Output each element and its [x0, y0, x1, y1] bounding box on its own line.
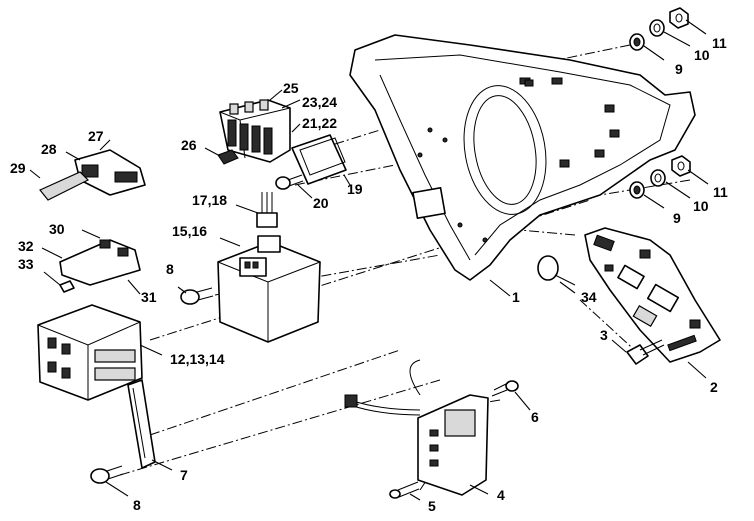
- callout-8-upper: 8: [166, 261, 174, 277]
- screw-part-3: [626, 339, 665, 365]
- connector-part-17: [256, 192, 278, 228]
- callout-1: 1: [512, 289, 520, 305]
- leader-lines: [29, 19, 709, 501]
- contactor-part-12: [37, 304, 143, 401]
- screw-part-8-upper: [180, 287, 214, 305]
- callout-9-upper: 9: [675, 61, 683, 77]
- callout-26: 26: [181, 137, 197, 153]
- callout-33: 33: [18, 256, 34, 272]
- screw-part-8-lower: [90, 465, 124, 484]
- small-board-part-4: [344, 359, 489, 496]
- callout-32: 32: [18, 238, 34, 254]
- housing-part-1: [349, 34, 696, 281]
- relay-socket-part-30: [59, 239, 141, 293]
- callout-5: 5: [428, 498, 436, 514]
- hardware-upper: [629, 7, 689, 51]
- callout-20: 20: [313, 195, 329, 211]
- terminal-block-part-27: [39, 149, 146, 201]
- callout-27: 27: [88, 128, 104, 144]
- screw-part-6: [491, 380, 519, 397]
- callout-10-upper: 10: [694, 47, 710, 63]
- callout-labels: 1 2 3 4 5 6 7 8 8 9 9 10 10 11 11 12,13,…: [10, 35, 728, 514]
- clip-part-26: [217, 149, 239, 165]
- terminal-block-part-25: [219, 99, 291, 163]
- callout-2: 2: [710, 379, 718, 395]
- callout-4: 4: [497, 487, 505, 503]
- circuit-board-part-2: [584, 227, 721, 363]
- callout-6: 6: [531, 409, 539, 425]
- callout-30: 30: [49, 221, 65, 237]
- screw-part-5: [389, 481, 420, 499]
- callout-28: 28: [41, 141, 57, 157]
- callout-19: 19: [347, 181, 363, 197]
- callout-7: 7: [180, 467, 188, 483]
- callout-11-lower: 11: [713, 184, 728, 200]
- callout-9-lower: 9: [673, 210, 681, 226]
- callout-17-18: 17,18: [192, 192, 227, 208]
- callout-12-13-14: 12,13,14: [170, 351, 225, 367]
- callout-25: 25: [283, 80, 299, 96]
- callout-29: 29: [10, 160, 26, 176]
- callout-34: 34: [581, 289, 597, 305]
- callout-8-lower: 8: [133, 497, 141, 513]
- din-rail-part-7: [127, 379, 156, 469]
- din-rail-part-19: [291, 134, 347, 185]
- cable-tie-part-34: [537, 255, 576, 286]
- callout-23-24: 23,24: [302, 94, 337, 110]
- callout-31: 31: [141, 289, 157, 305]
- callout-11-upper: 11: [712, 35, 727, 51]
- callout-21-22: 21,22: [302, 115, 337, 131]
- callout-10-lower: 10: [693, 198, 709, 214]
- callout-3: 3: [600, 327, 608, 343]
- screw-part-20: [275, 174, 304, 190]
- callout-15-16: 15,16: [172, 223, 207, 239]
- transformer-part-15: [217, 235, 321, 343]
